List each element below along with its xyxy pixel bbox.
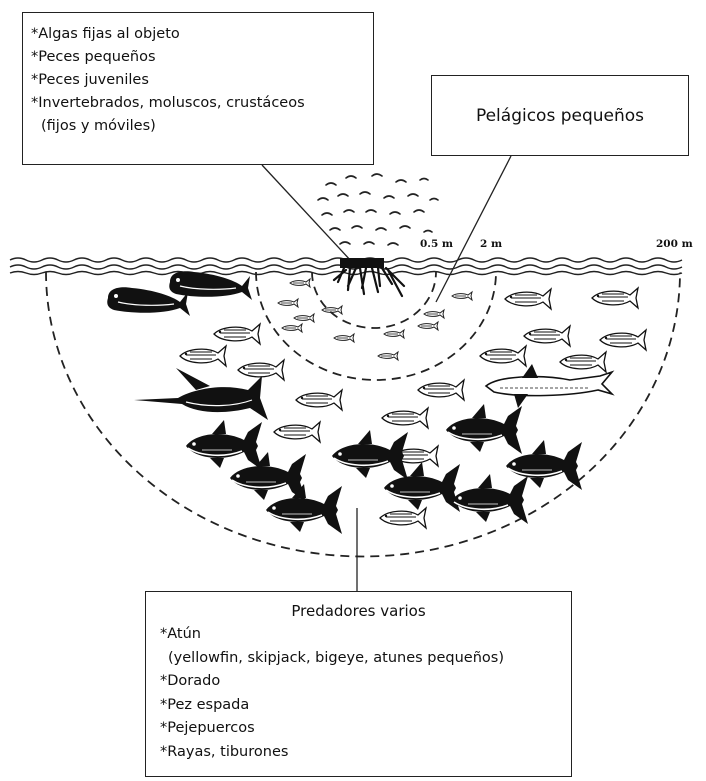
small-fish-icon xyxy=(180,346,226,366)
distance-label-2m: 2 m xyxy=(480,238,502,250)
small-fish-icon xyxy=(282,324,302,332)
tuna-icon xyxy=(266,484,342,534)
radius-200m-arc xyxy=(46,272,680,556)
predadores-title: Predadores varios xyxy=(146,602,571,620)
predador-line-dorado: *Dorado xyxy=(160,670,571,694)
objeto-line-fijos-moviles: (fijos y móviles) xyxy=(31,115,373,138)
objeto-line-invertebrados: *Invertebrados, moluscos, crustáceos xyxy=(31,92,373,115)
predador-line-pejepuercos: *Pejepuercos xyxy=(160,717,571,741)
pelagicos-pequenos-label: Pelágicos pequeños xyxy=(476,106,644,126)
small-fish-icon xyxy=(378,352,398,360)
objeto-line-algas: *Algas fijas al objeto xyxy=(31,23,373,46)
small-fish-icon xyxy=(592,288,638,308)
small-fish-icon xyxy=(294,314,314,322)
small-fish-icon xyxy=(600,330,646,350)
predador-line-atun-species: (yellowfin, skipjack, bigeye, atunes peq… xyxy=(160,647,571,671)
objeto-line-peces-pequenos: *Peces pequeños xyxy=(31,46,373,69)
small-fish-icon xyxy=(524,326,570,346)
objeto-line-peces-juveniles: *Peces juveniles xyxy=(31,69,373,92)
small-fish-icon xyxy=(380,508,426,528)
small-fish-icon xyxy=(214,324,260,344)
predador-line-pez-espada: *Pez espada xyxy=(160,694,571,718)
predadores-box: Predadores varios *Atún (yellowfin, skip… xyxy=(145,591,572,777)
small-fish-icon xyxy=(296,390,342,410)
small-fish-icon xyxy=(290,279,310,287)
small-fish-icon xyxy=(382,408,428,428)
distance-label-200m: 200 m xyxy=(656,238,693,250)
small-fish-icon xyxy=(560,352,606,372)
floating-object-icon xyxy=(334,258,404,296)
tuna-icon xyxy=(452,474,528,524)
objeto-associated-species-box: *Algas fijas al objeto *Peces pequeños *… xyxy=(22,12,374,165)
dorado-icon xyxy=(169,271,252,300)
pelagicos-pequenos-box: Pelágicos pequeños xyxy=(431,75,689,156)
leader-line-pelagicos xyxy=(436,156,511,302)
leader-line-objeto xyxy=(262,165,352,262)
small-fish-icon xyxy=(418,322,438,330)
tuna-icon xyxy=(186,420,262,470)
tuna-icon xyxy=(446,404,522,454)
small-fish-icon xyxy=(424,310,444,318)
small-fish-icon xyxy=(334,334,354,342)
small-fish-icon xyxy=(418,380,464,400)
small-fish-icon xyxy=(274,422,320,442)
shark-icon xyxy=(486,364,612,408)
small-fish-icon xyxy=(452,292,472,300)
surface-fish-school-icon xyxy=(318,174,438,245)
predador-line-atun: *Atún xyxy=(160,623,571,647)
small-fish-icon xyxy=(480,346,526,366)
predador-line-rayas-tiburones: *Rayas, tiburones xyxy=(160,741,571,765)
small-fish-icon xyxy=(384,330,404,338)
tuna-icon xyxy=(332,430,408,480)
small-fish-icon xyxy=(278,299,298,307)
dorado-group xyxy=(107,271,252,316)
juvenile-fish-group xyxy=(278,279,472,360)
distance-label-05m: 0.5 m xyxy=(420,238,453,250)
small-fish-icon xyxy=(505,289,551,309)
tuna-icon xyxy=(230,452,306,502)
